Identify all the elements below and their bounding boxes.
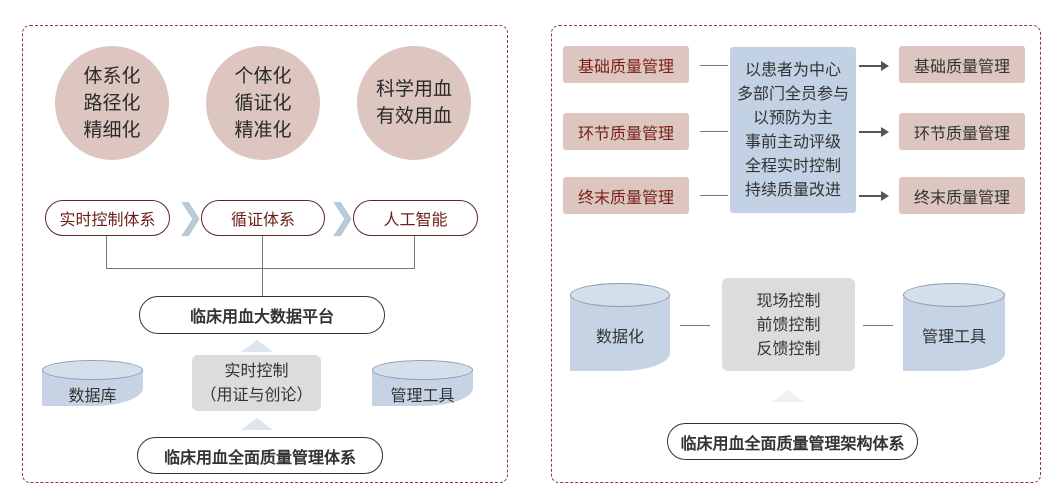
tools-label: 管理工具 bbox=[921, 327, 986, 346]
chevron-right-icon: ❯ bbox=[176, 197, 205, 237]
connector bbox=[106, 236, 107, 269]
principles-box: 以患者为中心 多部门全员参与 以预防为主 事前主动评级 全程实时控制 持续质量改… bbox=[730, 47, 856, 213]
connector bbox=[106, 268, 415, 269]
control-types-box: 现场控制 前馈控制 反馈控制 bbox=[722, 278, 855, 371]
connector bbox=[863, 325, 893, 326]
right-box-process: 环节质量管理 bbox=[899, 113, 1025, 150]
pill-evidence: 循证体系 bbox=[201, 200, 325, 236]
circle-individualization: 个体化 循证化 精准化 bbox=[206, 46, 320, 160]
digitization-cylinder: 数据化 bbox=[570, 283, 670, 371]
pill-realtime-control: 实时控制体系 bbox=[45, 200, 170, 236]
left-box-process: 环节质量管理 bbox=[563, 113, 689, 150]
right-box-terminal: 终末质量管理 bbox=[899, 177, 1025, 214]
connector bbox=[414, 236, 415, 269]
quality-architecture-system: 临床用血全面质量管理架构体系 bbox=[667, 423, 918, 460]
connector bbox=[262, 236, 263, 296]
tools-label: 管理工具 bbox=[390, 386, 455, 405]
arrow-right-icon bbox=[859, 192, 889, 200]
circle-systematization: 体系化 路径化 精细化 bbox=[55, 46, 169, 160]
chevron-right-icon: ❯ bbox=[328, 197, 357, 237]
pill-ai: 人工智能 bbox=[353, 200, 478, 236]
database-label: 数据库 bbox=[68, 386, 117, 405]
left-box-basic: 基础质量管理 bbox=[563, 46, 689, 83]
tools-cylinder: 管理工具 bbox=[372, 360, 473, 406]
quality-management-system: 临床用血全面质量管理体系 bbox=[137, 437, 383, 474]
tools-cylinder: 管理工具 bbox=[903, 283, 1005, 371]
realtime-control-box: 实时控制 （用证与创论） bbox=[192, 355, 321, 411]
left-panel bbox=[22, 25, 508, 483]
up-arrow-icon bbox=[772, 390, 804, 402]
connector bbox=[700, 65, 728, 66]
connector bbox=[680, 325, 710, 326]
left-box-terminal: 终末质量管理 bbox=[563, 177, 689, 214]
digitization-label: 数据化 bbox=[595, 327, 644, 346]
connector bbox=[700, 131, 728, 132]
database-cylinder: 数据库 bbox=[42, 360, 143, 406]
big-data-platform: 临床用血大数据平台 bbox=[139, 296, 385, 334]
right-panel bbox=[551, 25, 1041, 483]
arrow-right-icon bbox=[859, 128, 889, 136]
right-box-basic: 基础质量管理 bbox=[899, 46, 1025, 83]
circle-scientific-blood-use: 科学用血 有效用血 bbox=[357, 46, 471, 160]
arrow-right-icon bbox=[859, 62, 889, 70]
connector bbox=[700, 195, 728, 196]
up-arrow-icon bbox=[241, 418, 273, 430]
up-arrow-icon bbox=[241, 340, 273, 352]
